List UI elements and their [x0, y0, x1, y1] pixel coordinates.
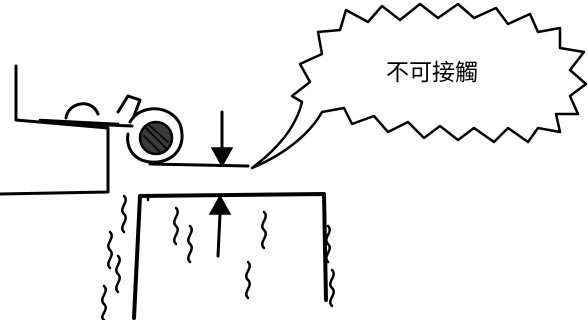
- wavy-line-icon: [329, 268, 335, 308]
- heated-block: [132, 192, 328, 320]
- spring-clip: [42, 94, 250, 168]
- wavy-line-icon: [187, 224, 193, 264]
- wavy-line-icon: [173, 206, 179, 246]
- gap-arrow-up: [208, 194, 232, 258]
- upper-housing: [0, 64, 120, 196]
- wavy-line-icon: [101, 284, 107, 320]
- callout-text: 不可接觸: [386, 60, 478, 86]
- wavy-line-icon: [107, 230, 113, 270]
- wavy-line-icon: [245, 260, 251, 300]
- wavy-line-icon: [325, 224, 331, 264]
- callout-bubble: 不可接觸: [250, 2, 588, 170]
- wavy-line-icon: [261, 210, 267, 250]
- heat-waves: [101, 194, 335, 320]
- gap-arrow-down: [210, 110, 234, 168]
- wavy-line-icon: [121, 194, 127, 234]
- wavy-line-icon: [115, 254, 121, 294]
